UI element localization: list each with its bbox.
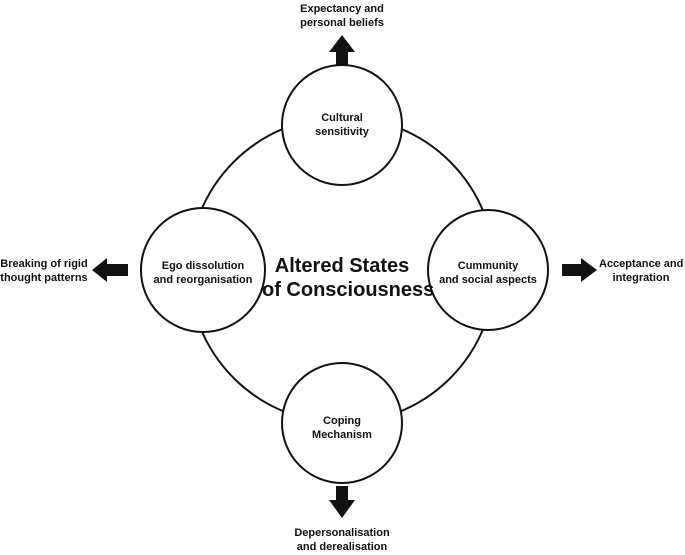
node-label-right-line1: Cummunity <box>457 260 519 272</box>
arrow-right-icon <box>562 258 597 282</box>
node-circle-left <box>140 207 266 333</box>
outcome-label-right-line2: integration <box>612 272 670 284</box>
node-label-bottom-line2: Mechanism <box>312 429 372 441</box>
node-label-left: Ego dissolution and reorganisation <box>148 259 258 287</box>
node-label-bottom: Coping Mechanism <box>292 414 392 442</box>
center-title-line2: of Consciousness <box>262 279 435 301</box>
outcome-label-top: Expectancy and personal beliefs <box>282 2 402 30</box>
arrow-down-icon <box>329 486 355 518</box>
outcome-label-top-line2: personal beliefs <box>300 17 384 29</box>
outcome-label-right-line1: Acceptance and <box>599 258 684 270</box>
outcome-label-left: Breaking of rigid thought patterns <box>0 257 88 285</box>
outcome-label-top-line1: Expectancy and <box>300 3 384 15</box>
node-label-bottom-line1: Coping <box>323 415 361 427</box>
outcome-label-bottom-line1: Depersonalisation <box>294 527 390 539</box>
arrow-up-icon <box>329 35 355 66</box>
node-label-top-line1: Cultural <box>321 112 363 124</box>
node-circle-bottom <box>281 362 403 484</box>
center-title-line1: Altered States <box>274 255 410 277</box>
arrow-left-icon <box>92 258 128 282</box>
node-label-top: Cultural sensitivity <box>292 111 392 139</box>
node-label-right: Cummunity and social aspects <box>433 259 543 287</box>
outcome-label-left-line2: thought patterns <box>0 272 88 284</box>
outcome-label-right: Acceptance and integration <box>599 257 683 285</box>
outcome-label-bottom: Depersonalisation and derealisation <box>282 526 402 554</box>
outcome-label-bottom-line2: and derealisation <box>296 541 388 553</box>
node-label-right-line2: and social aspects <box>439 274 537 286</box>
center-title: Altered States of Consciousness <box>262 254 435 302</box>
node-label-left-line2: and reorganisation <box>153 274 253 286</box>
node-label-top-line2: sensitivity <box>315 126 369 138</box>
outcome-label-left-line1: Breaking of rigid <box>0 258 88 270</box>
node-label-left-line1: Ego dissolution <box>161 260 245 272</box>
node-circle-right <box>427 209 549 331</box>
